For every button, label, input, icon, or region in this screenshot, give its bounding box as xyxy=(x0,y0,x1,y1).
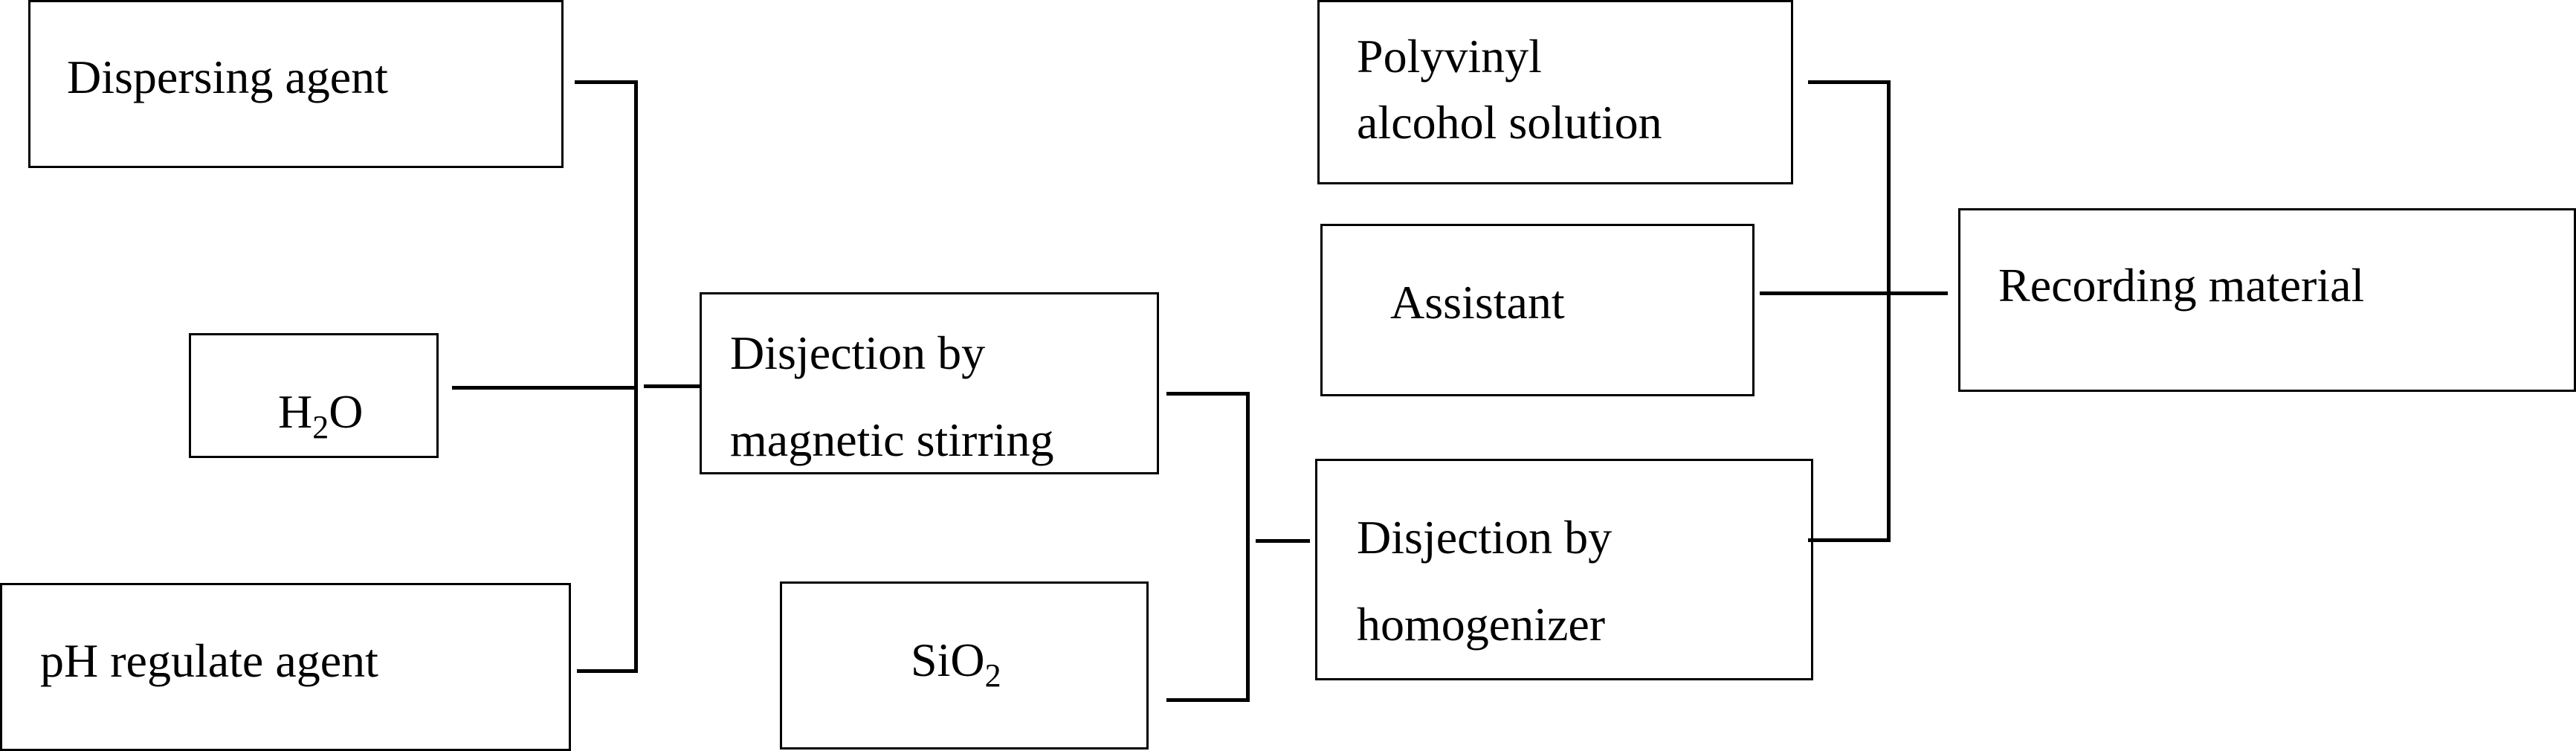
connector-assistant xyxy=(1760,291,1891,295)
connector-ph-regulate-agent xyxy=(577,669,638,673)
ph-regulate-agent-box xyxy=(0,583,571,751)
water-subscript: 2 xyxy=(312,409,329,445)
assistant-box xyxy=(1320,224,1755,396)
magnetic-stirring-line1: Disjection by xyxy=(730,326,986,379)
polyvinyl-alcohol-line1: Polyvinyl xyxy=(1357,30,1542,83)
assistant-label: Assistant xyxy=(1390,276,1565,329)
silica-box xyxy=(780,581,1149,750)
water-label: H2O xyxy=(278,385,364,444)
silica-prefix: SiO xyxy=(911,634,985,686)
connector-bus-left xyxy=(634,80,638,673)
water-suffix: O xyxy=(329,385,364,438)
homogenizer-line1: Disjection by xyxy=(1357,511,1613,564)
homogenizer-line2: homogenizer xyxy=(1357,598,1606,651)
silica-label: SiO2 xyxy=(911,634,1001,692)
connector-homogenizer-out xyxy=(1808,538,1891,542)
water-box xyxy=(189,333,439,458)
connector-to-magnetic-stirring xyxy=(644,384,700,388)
connector-bus-right xyxy=(1887,80,1891,542)
polyvinyl-alcohol-line2: alcohol solution xyxy=(1357,96,1662,149)
connector-dispersing-agent xyxy=(575,80,638,84)
connector-magnetic-stirring-out xyxy=(1166,392,1250,396)
magnetic-stirring-line2: magnetic stirring xyxy=(730,413,1054,466)
connector-to-recording-material xyxy=(1891,291,1948,295)
connector-to-homogenizer xyxy=(1256,539,1310,543)
dispersing-agent-box xyxy=(28,0,564,168)
silica-subscript: 2 xyxy=(984,657,1001,694)
recording-material-box xyxy=(1958,208,2576,392)
magnetic-stirring-box xyxy=(700,292,1159,474)
connector-polyvinyl-alcohol xyxy=(1808,80,1891,84)
connector-bus-middle xyxy=(1246,392,1250,702)
connector-water xyxy=(452,386,638,390)
ph-regulate-agent-label: pH regulate agent xyxy=(40,634,378,687)
connector-silica xyxy=(1166,698,1250,702)
homogenizer-box xyxy=(1315,459,1813,680)
water-prefix: H xyxy=(278,385,313,438)
recording-material-label: Recording material xyxy=(1998,259,2365,312)
polyvinyl-alcohol-box xyxy=(1317,0,1793,184)
dispersing-agent-label: Dispersing agent xyxy=(67,51,388,103)
